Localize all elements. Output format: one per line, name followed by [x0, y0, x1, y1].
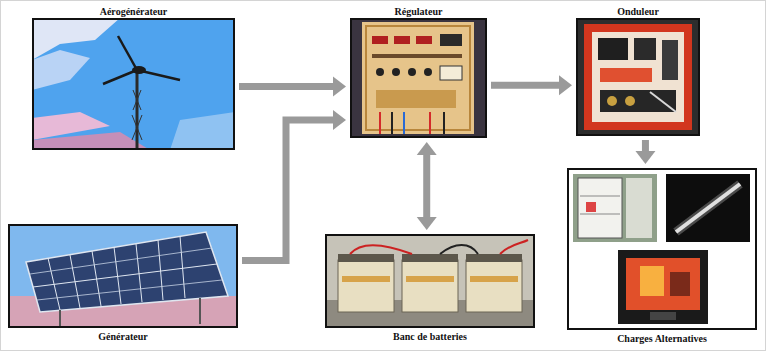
component-frame: Onduleur	[576, 18, 700, 136]
arrow-head	[635, 151, 655, 164]
flow-arrow	[635, 140, 655, 164]
solar-panel-photo	[8, 224, 238, 328]
component-label: Générateur	[96, 331, 149, 342]
wind-turbine-photo	[32, 18, 235, 150]
component-label: Aérogénérateur	[98, 6, 170, 17]
arrow-head	[333, 76, 346, 96]
component-frame: Générateur	[8, 224, 238, 328]
component-frame: Charges Alternatives	[567, 168, 757, 330]
flow-arrow	[417, 142, 437, 230]
regulator-photo	[350, 18, 487, 138]
component-frame: Aérogénérateur	[32, 18, 235, 150]
flow-arrow	[242, 110, 346, 260]
arrow-head	[417, 217, 437, 230]
component-label: Onduleur	[615, 6, 661, 17]
arrow-head	[417, 142, 437, 155]
arrow-shaft	[242, 120, 334, 260]
inverter-photo	[576, 18, 700, 136]
component-label: Banc de batteries	[391, 331, 469, 342]
loads-photos	[567, 168, 757, 330]
component-label: Charges Alternatives	[615, 333, 709, 344]
component-frame: Banc de batteries	[325, 234, 535, 328]
arrow-shaft	[239, 83, 334, 90]
flow-arrow	[491, 75, 572, 95]
arrow-head	[333, 110, 346, 130]
arrow-shaft	[423, 154, 430, 218]
battery-bank-photo	[325, 234, 535, 328]
arrow-shaft	[642, 140, 649, 152]
arrow-shaft	[491, 82, 560, 89]
flow-arrow	[239, 76, 346, 96]
component-frame: Régulateur	[350, 18, 487, 138]
component-label: Régulateur	[393, 6, 445, 17]
arrow-head	[559, 75, 572, 95]
